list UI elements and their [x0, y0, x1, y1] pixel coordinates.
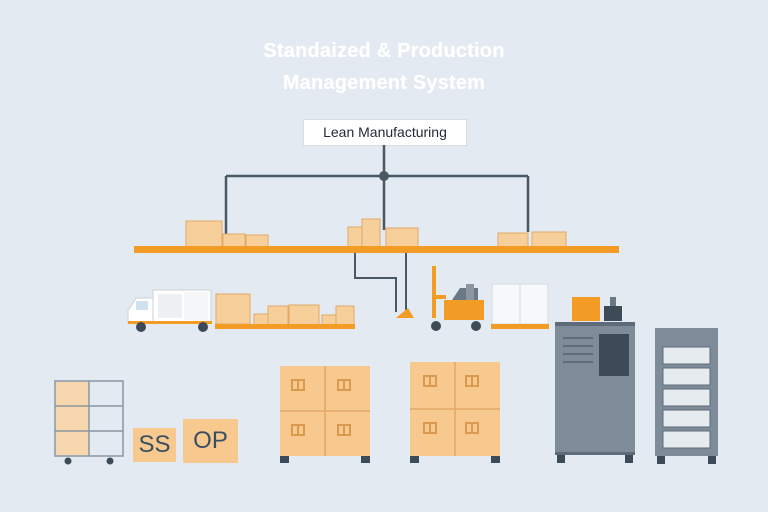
crate-stack-right — [410, 362, 500, 463]
diagram-title-line-1: Standaized & Production — [263, 40, 505, 62]
staging-floor — [215, 324, 355, 329]
diagram-title-line-2: Management System — [282, 72, 486, 94]
sign-ss: SS — [133, 428, 176, 462]
forklift-icon — [431, 266, 484, 331]
crate-stack-left — [280, 366, 370, 463]
pallet-icon — [491, 283, 549, 329]
pipe-funnel — [396, 308, 414, 318]
conveyor-belt — [134, 246, 619, 253]
hub-label: Lean Manufacturing — [303, 119, 467, 146]
machine-cabinet-icon — [555, 297, 635, 463]
feed-pipes — [354, 253, 407, 312]
overhead-rail — [224, 145, 530, 245]
staged-boxes — [215, 293, 355, 327]
storage-rack-icon — [655, 328, 718, 464]
hub-joint — [379, 171, 389, 181]
conveyor-boxes — [185, 218, 567, 248]
sign-op: OP — [183, 419, 238, 463]
delivery-truck-icon — [127, 289, 212, 332]
shelf-cart-icon — [54, 380, 124, 465]
